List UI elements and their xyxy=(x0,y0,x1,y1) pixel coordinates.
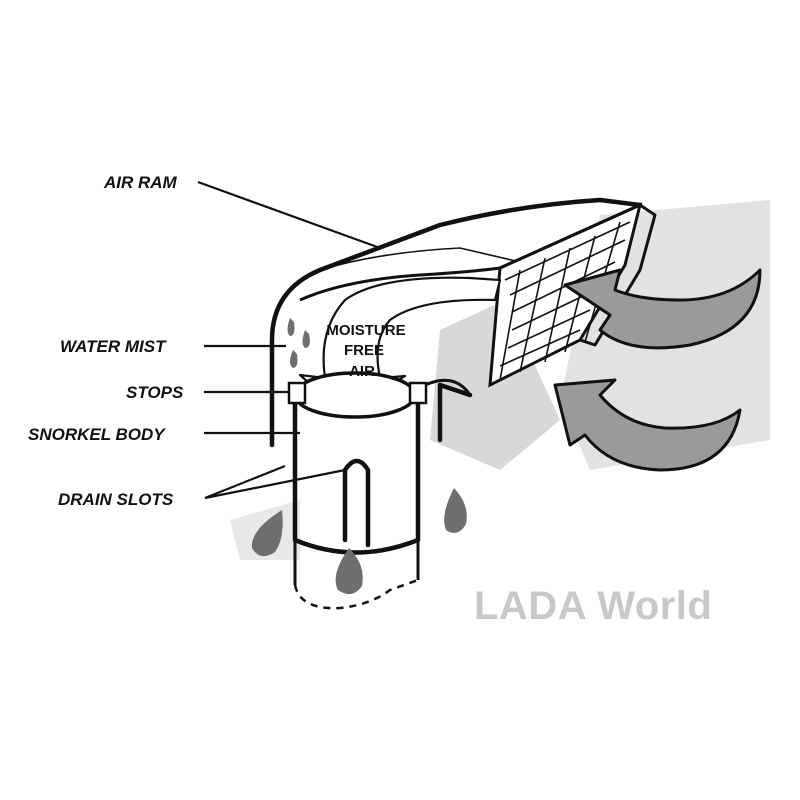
label-air-ram: AIR RAM xyxy=(103,173,178,192)
air-ram-hood xyxy=(269,197,643,448)
moisture-free-air-text: MOISTURE FREE AIR xyxy=(326,322,405,380)
moisture-text: MOISTURE xyxy=(326,322,405,339)
airflow-arrow-lower xyxy=(553,378,742,472)
label-snorkel-body: SNORKEL BODY xyxy=(28,425,166,444)
leader-drain-slots-a xyxy=(204,464,286,500)
leader-air-ram xyxy=(197,180,381,250)
water-drops xyxy=(251,318,467,595)
callout-labels: AIR RAM WATER MIST STOPS SNORKEL BODY DR… xyxy=(28,173,184,509)
air-text: AIR xyxy=(349,363,375,380)
airflow-arrows xyxy=(553,268,762,472)
watermark: LADA World xyxy=(474,584,713,628)
label-drain-slots: DRAIN SLOTS xyxy=(58,490,174,509)
drain-slot xyxy=(342,458,371,548)
label-water-mist: WATER MIST xyxy=(60,337,167,356)
leader-lines xyxy=(197,180,381,500)
leader-drain-slots-b xyxy=(204,468,346,500)
free-text: FREE xyxy=(344,342,384,359)
airflow-arrow-upper xyxy=(563,268,762,350)
label-stops: STOPS xyxy=(126,383,184,402)
